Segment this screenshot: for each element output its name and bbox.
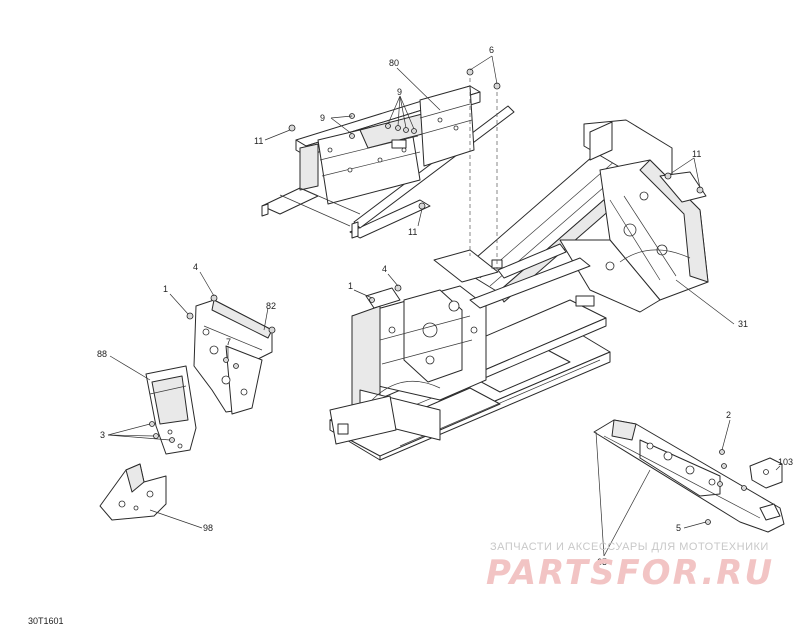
callout-1-frame: 1: [348, 281, 353, 291]
frame-fasteners: [369, 172, 704, 303]
callout-98: 98: [203, 523, 213, 533]
callout-103: 103: [778, 457, 793, 467]
callout-6: 6: [489, 45, 494, 55]
document-id: 30T1601: [28, 616, 64, 626]
callout-9-left: 9: [320, 113, 325, 123]
part-98-lower-bracket: [99, 463, 167, 521]
leader-lines: [107, 55, 781, 557]
side-member-fasteners: [705, 449, 747, 525]
callout-labels: 80 6 9 9 11 11 11 4 1 31 4 1 82 7 88 3 9…: [97, 45, 793, 567]
callout-11-right: 11: [692, 149, 701, 159]
callout-4-bracket: 4: [193, 262, 198, 272]
part-88-plate: [145, 365, 197, 455]
part-65-side-member: [593, 419, 785, 533]
bracket-fasteners: [186, 294, 276, 369]
watermark: ЗАПЧАСТИ И АКСЕССУАРЫ ДЛЯ МОТОТЕХНИКИ PA…: [486, 541, 774, 593]
watermark-tagline: ЗАПЧАСТИ И АКСЕССУАРЫ ДЛЯ МОТОТЕХНИКИ: [490, 541, 769, 553]
subframe-fasteners: [288, 68, 501, 210]
callout-3: 3: [100, 430, 105, 440]
callout-1-bracket: 1: [163, 284, 168, 294]
callout-5: 5: [676, 523, 681, 533]
callout-7: 7: [226, 337, 231, 347]
callout-80: 80: [389, 58, 399, 68]
part-82-bracket: [193, 299, 273, 415]
alignment-lines: [469, 78, 498, 270]
callout-2: 2: [726, 410, 731, 420]
callout-9-top: 9: [397, 87, 402, 97]
part-31-main-frame: [329, 119, 709, 461]
part-80-rear-subframe: [261, 85, 515, 239]
part-103-clip: [749, 457, 783, 489]
callout-65: 65: [597, 557, 607, 567]
callout-82: 82: [266, 301, 276, 311]
callout-11-left: 11: [254, 136, 263, 146]
callout-31: 31: [738, 319, 748, 329]
callout-11-bottom: 11: [408, 227, 417, 237]
callout-88: 88: [97, 349, 107, 359]
watermark-brand: PARTSFOR.RU: [486, 553, 774, 593]
callout-4-frame: 4: [382, 264, 387, 274]
